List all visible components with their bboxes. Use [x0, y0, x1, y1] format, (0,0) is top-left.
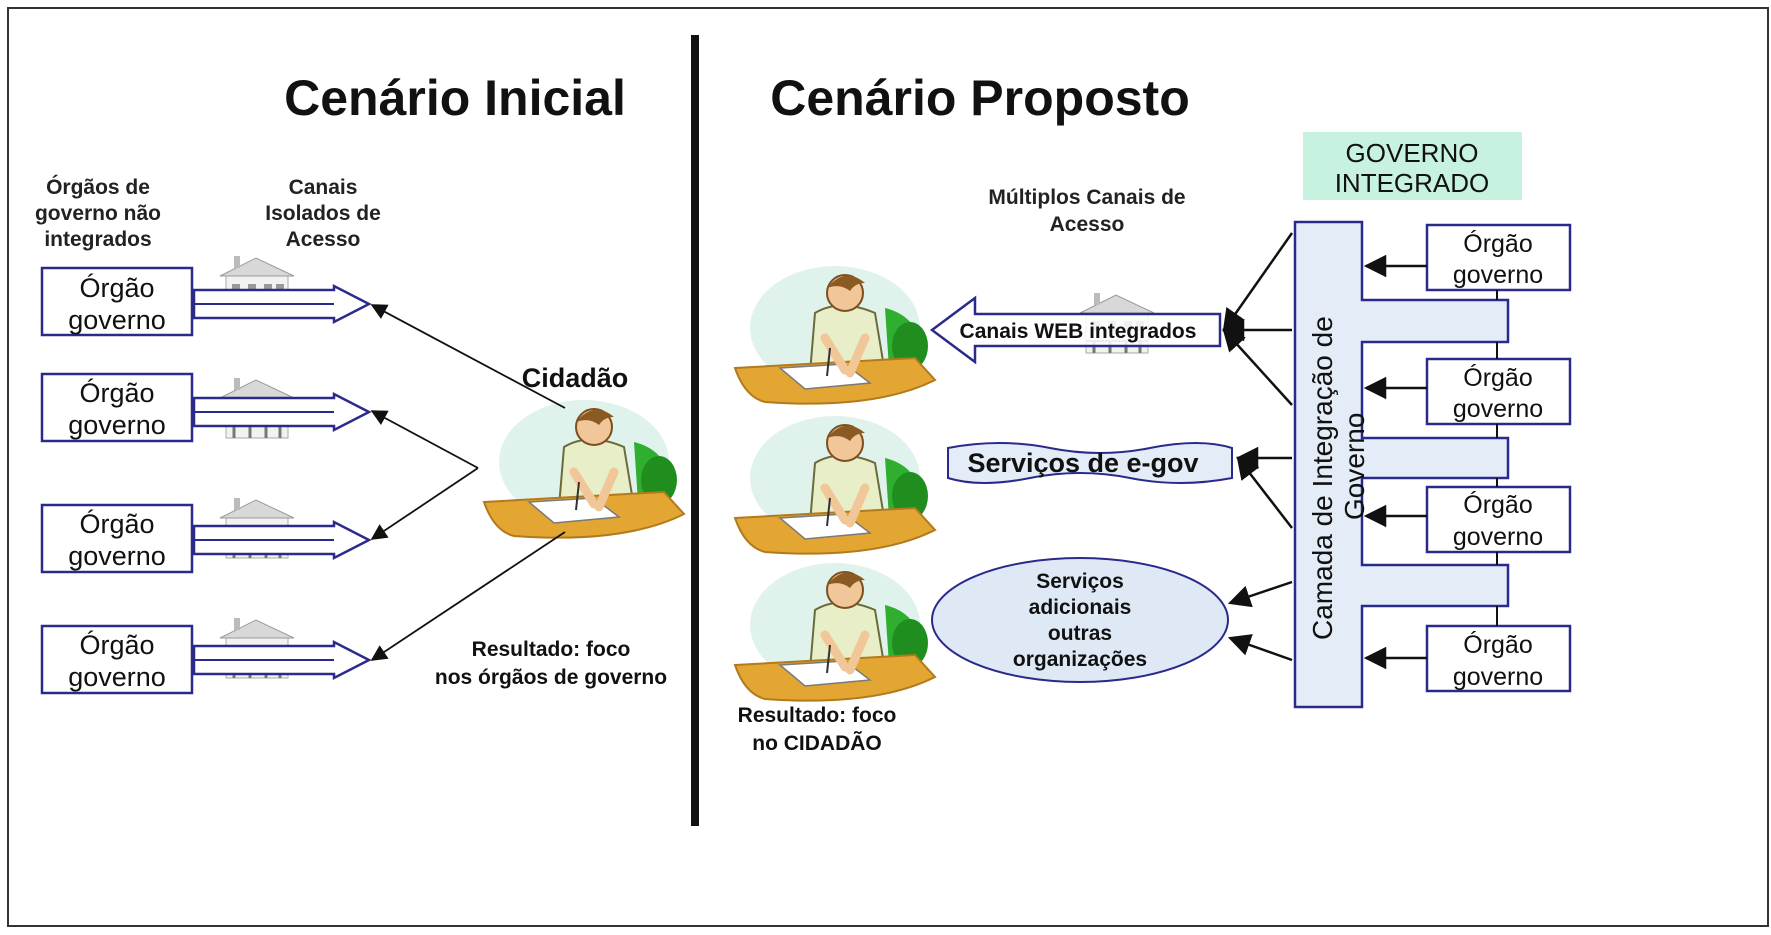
svg-text:nos órgãos de governo: nos órgãos de governo: [435, 666, 667, 689]
orgao-box: [40, 503, 194, 574]
svg-text:adicionais: adicionais: [1029, 596, 1132, 619]
canais-web-label: Canais WEB integrados: [960, 320, 1197, 343]
citizen-connection-lines: [370, 304, 566, 661]
svg-text:Camada de Integração de: Camada de Integração de: [1307, 316, 1338, 640]
svg-text:GOVERNO: GOVERNO: [1346, 138, 1479, 168]
channel-arrow: [192, 520, 371, 560]
svg-text:Órgão: Órgão: [79, 377, 154, 408]
citizen-at-desk-icon: [735, 266, 935, 404]
right-title: Cenário Proposto: [770, 70, 1189, 126]
servicos-adicionais-label: Serviços adicionais outras organizações: [1013, 570, 1147, 671]
camada-integracao-label: Camada de Integração de Governo: [1307, 316, 1370, 640]
svg-text:governo não: governo não: [35, 202, 161, 225]
caption-canais-isolados: Canais Isolados de Acesso: [265, 176, 381, 251]
left-orgao-row-3: Órgão governo: [40, 496, 371, 574]
left-orgao-row-1: Órgão governo: [40, 254, 371, 337]
svg-text:Acesso: Acesso: [1050, 213, 1125, 236]
svg-text:Resultado: foco: Resultado: foco: [472, 638, 631, 661]
svg-text:governo: governo: [68, 662, 166, 692]
orgao-box: [40, 372, 194, 443]
channel-arrow: [192, 392, 371, 432]
camada-integracao-layer: [1293, 220, 1510, 709]
orgao-box: [1425, 485, 1572, 554]
outer-frame: [7, 7, 1769, 927]
citizen-at-desk-icon: [735, 563, 935, 701]
cidadao-label: Cidadão: [522, 363, 629, 393]
left-result-text: Resultado: foco nos órgãos de governo: [435, 638, 667, 689]
svg-text:Órgão: Órgão: [79, 508, 154, 539]
svg-text:Órgão: Órgão: [79, 272, 154, 303]
svg-text:Múltiplos Canais de: Múltiplos Canais de: [988, 186, 1185, 209]
svg-text:Órgão: Órgão: [1463, 229, 1532, 258]
svg-text:Órgãos de: Órgãos de: [46, 175, 150, 199]
orgao-box: [1425, 223, 1572, 292]
orgao-to-layer-arrows: [1363, 254, 1498, 670]
channel-arrow: [192, 640, 371, 680]
svg-text:organizações: organizações: [1013, 648, 1147, 671]
svg-text:integrados: integrados: [44, 228, 151, 251]
left-orgao-row-2: Órgão governo: [40, 372, 371, 443]
svg-text:Órgão: Órgão: [1463, 363, 1532, 392]
channel-arrow: [192, 284, 371, 324]
svg-text:governo: governo: [68, 305, 166, 335]
governo-integrado-badge: [1303, 132, 1522, 200]
orgao-box: [40, 624, 194, 695]
svg-text:Governo: Governo: [1339, 413, 1370, 520]
svg-text:Resultado: foco: Resultado: foco: [738, 704, 897, 727]
orgao-box: [40, 266, 194, 337]
svg-text:Serviços: Serviços: [1036, 570, 1124, 593]
right-orgao-row-1: Órgão governo: [1425, 223, 1572, 292]
citizen-at-desk-icon: [735, 416, 935, 554]
left-orgao-row-4: Órgão governo: [40, 616, 371, 695]
svg-text:outras: outras: [1048, 622, 1112, 645]
svg-text:governo: governo: [68, 410, 166, 440]
svg-text:Acesso: Acesso: [286, 228, 361, 251]
servicos-egov-label: Serviços de e-gov: [967, 448, 1198, 478]
right-orgao-row-2: Órgão governo: [1425, 357, 1572, 426]
svg-text:Órgão: Órgão: [1463, 630, 1532, 659]
caption-orgaos: Órgãos de governo não integrados: [35, 175, 161, 251]
svg-text:INTEGRADO: INTEGRADO: [1335, 168, 1490, 198]
layer-to-channel-arrows: [1221, 232, 1294, 662]
orgao-box: [1425, 357, 1572, 426]
left-title: Cenário Inicial: [284, 70, 626, 126]
right-result-text: Resultado: foco no CIDADÃO: [738, 704, 897, 755]
svg-text:Canais: Canais: [289, 176, 358, 199]
svg-text:Órgão: Órgão: [1463, 490, 1532, 519]
svg-text:governo: governo: [1453, 395, 1543, 423]
citizen-at-desk-icon: [484, 400, 684, 538]
servicos-adicionais-ellipse: [931, 557, 1229, 683]
svg-text:governo: governo: [1453, 261, 1543, 289]
svg-text:Órgão: Órgão: [79, 629, 154, 660]
right-orgao-row-3: Órgão governo: [1425, 485, 1572, 554]
svg-text:governo: governo: [1453, 523, 1543, 551]
svg-text:Isolados de: Isolados de: [265, 202, 381, 225]
multiplos-canais-caption: Múltiplos Canais de Acesso: [988, 186, 1185, 236]
servicos-egov-banner: [947, 442, 1233, 484]
svg-text:governo: governo: [68, 541, 166, 571]
svg-text:governo: governo: [1453, 663, 1543, 691]
canais-web-arrow: [929, 295, 1222, 365]
orgao-box: [1425, 624, 1572, 693]
right-orgao-row-4: Órgão governo: [1425, 624, 1572, 693]
svg-text:no CIDADÃO: no CIDADÃO: [752, 732, 882, 755]
